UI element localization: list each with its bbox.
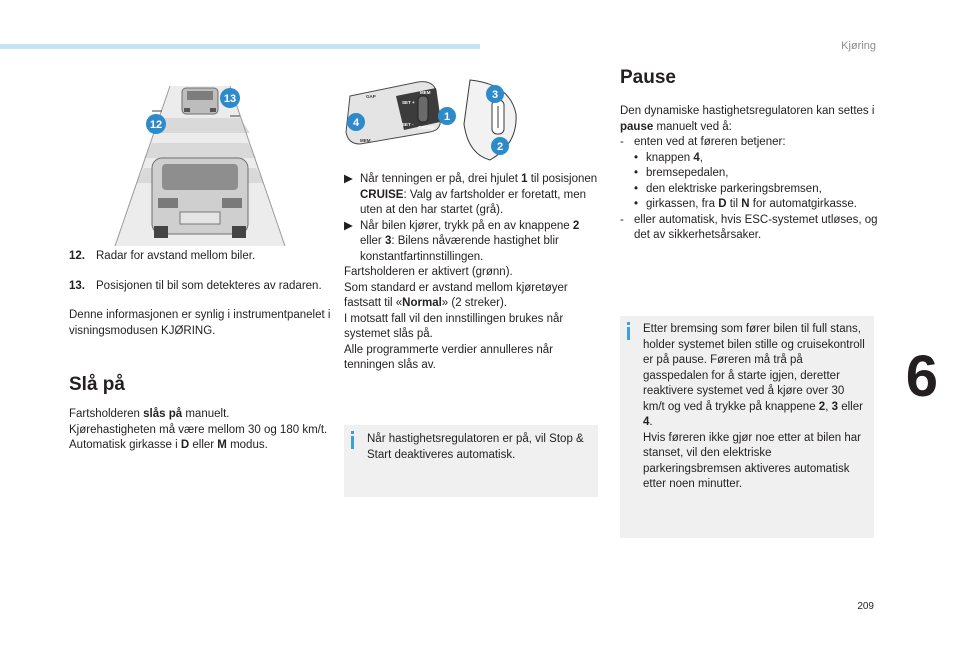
activation-line-3: Automatisk girkasse i D eller M modus. <box>69 439 268 451</box>
dash-1-text: enten ved at føreren betjener: <box>634 136 786 148</box>
default-distance-text: Som standard er avstand mellom kjøretøye… <box>344 281 568 310</box>
pause-text: Den dynamiske hastighetsregulatoren kan … <box>620 104 882 244</box>
bullet-button-4: •knappen 4, <box>634 151 703 164</box>
set-minus-label: SET - <box>402 122 414 127</box>
radar-illustration: 12 13 <box>114 85 286 247</box>
activated-text: Fartsholderen er aktivert (grønn). <box>344 266 513 278</box>
info-icon <box>627 322 630 340</box>
legend-number: 13. <box>69 279 85 292</box>
info-paragraph-1: Etter bremsing som fører bilen til full … <box>643 323 865 428</box>
bullet-brake-pedal: •bremsepedalen, <box>634 167 729 179</box>
header-bar <box>0 44 480 49</box>
pause-bullets: •knappen 4, •bremsepedalen, •den elektri… <box>620 151 882 213</box>
info-icon <box>351 431 354 449</box>
display-info-text: Denne informasjonen er synlig i instrume… <box>69 309 331 337</box>
mem-label: MEM <box>360 138 371 143</box>
legend-text: Posisjonen til bil som detekteres av rad… <box>96 279 322 292</box>
chapter-number: 6 <box>905 344 938 409</box>
info-paragraph-2: Hvis føreren ikke gjør noe etter at bile… <box>643 431 861 491</box>
legend-text: Radar for avstand mellom biler. <box>96 250 256 262</box>
stalk-illustration: GAP SET + SET - MEM CRUISE MEM 4 1 3 2 <box>345 79 517 161</box>
chapter-title: Kjøring <box>841 40 876 52</box>
heading-pause: Pause <box>620 67 676 88</box>
stop-start-infobox: Når hastighetsregulatoren er på, vil Sto… <box>344 425 598 497</box>
callout-13-label: 13 <box>224 93 236 105</box>
step-arrow-icon: ▶ <box>344 173 353 185</box>
heading-sla-pa: Slå på <box>69 374 125 395</box>
callout-4 <box>347 113 365 131</box>
values-reset-text: Alle programmerte verdier annulleres når… <box>344 343 554 372</box>
page-number: 209 <box>857 601 874 612</box>
activation-line-2: Kjørehastigheten må være mellom 30 og 18… <box>69 423 328 436</box>
dash-2-text: eller automatisk, hvis ESC-systemet utlø… <box>634 213 878 242</box>
mem-small-label: MEM <box>420 90 431 95</box>
set-plus-label: SET + <box>402 100 415 105</box>
pause-intro: Den dynamiske hastighetsregulatoren kan … <box>620 105 875 133</box>
callout-3 <box>486 85 504 103</box>
activation-line-1: Fartsholderen slås på manuelt. <box>69 408 230 420</box>
activation-text: Fartsholderen slås på manuelt. Kjørehast… <box>69 407 331 454</box>
stop-start-info-text: Når hastighetsregulatoren er på, vil Sto… <box>367 433 584 461</box>
step-item-1: ▶ Når tenningen er på, drei hjulet 1 til… <box>344 172 600 219</box>
legend-number: 12. <box>69 250 85 262</box>
activation-steps: ▶ Når tenningen er på, drei hjulet 1 til… <box>344 172 600 374</box>
legend-list: 12. Radar for avstand mellom biler. 13. … <box>69 249 331 339</box>
callout-12 <box>146 114 166 134</box>
legend-item-13: 13. Posisjonen til bil som detekteres av… <box>69 279 331 295</box>
callout-1-label: 1 <box>444 111 450 123</box>
callout-2 <box>491 137 509 155</box>
setting-used-text: I motsatt fall vil den innstillingen bru… <box>344 312 564 341</box>
callout-13 <box>220 88 240 108</box>
step-item-2: ▶ Når bilen kjører, trykk på en av knapp… <box>344 219 600 266</box>
gap-label: GAP <box>366 94 376 99</box>
callout-3-label: 3 <box>492 89 498 101</box>
step-arrow-icon: ▶ <box>344 219 353 232</box>
legend-item-12: 12. Radar for avstand mellom biler. <box>69 249 331 265</box>
brake-stop-infobox: Etter bremsing som fører bilen til full … <box>620 316 874 538</box>
callout-4-label: 4 <box>353 117 360 129</box>
pause-dash-2: - eller automatisk, hvis ESC-systemet ut… <box>620 213 882 244</box>
bullet-gearbox: •girkassen, fra D til N for automatgirka… <box>634 198 857 210</box>
dash-marker: - <box>620 136 624 148</box>
cruise-label: CRUISE <box>418 125 435 130</box>
callout-12-label: 12 <box>150 119 162 131</box>
bullet-parking-brake: •den elektriske parkeringsbremsen, <box>634 182 822 195</box>
dash-marker: - <box>620 213 624 226</box>
callout-2-label: 2 <box>497 141 503 153</box>
pause-dash-1: - enten ved at føreren betjener: <box>620 135 882 151</box>
callout-1 <box>438 107 456 125</box>
brake-stop-info-text: Etter bremsing som fører bilen til full … <box>643 322 869 493</box>
